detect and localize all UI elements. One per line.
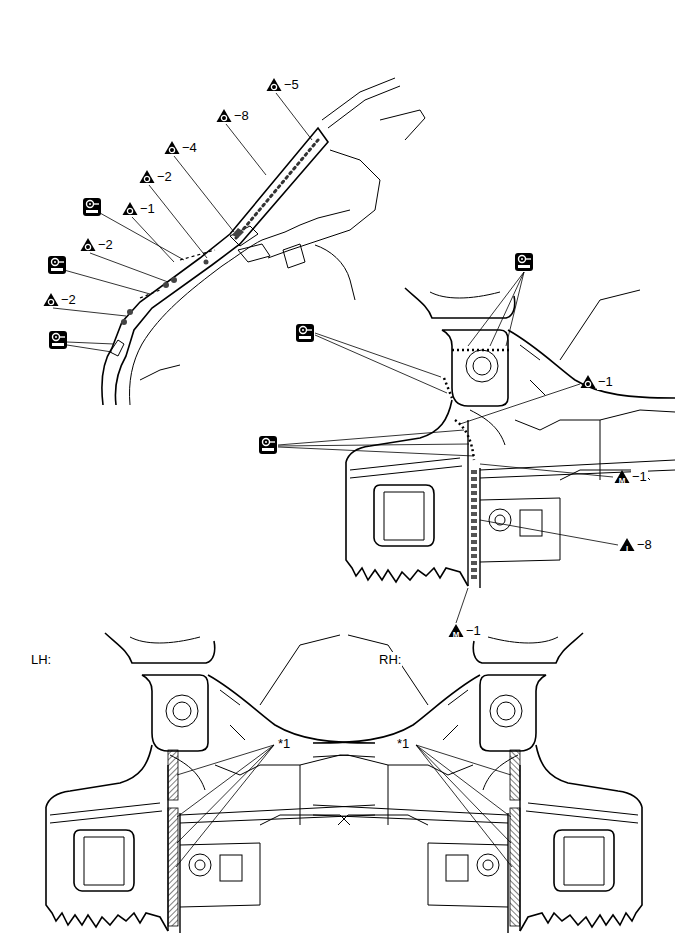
side-heading: RH: (378, 652, 402, 668)
side-heading: LH: (30, 652, 52, 668)
callout-number: −8 (636, 537, 653, 553)
weld-symbol (48, 256, 66, 274)
weld-triangle-symbol (81, 238, 96, 251)
weld-triangle-symbol (44, 293, 59, 306)
weld-triangle-symbol (123, 202, 138, 215)
quarter-panel-illustration (346, 288, 675, 588)
spot-welds (121, 140, 318, 325)
weld-triangle-symbol (267, 78, 282, 91)
weld-triangle-symbol (165, 141, 180, 154)
weld-triangle-symbol (581, 375, 596, 388)
callout-number: −1 (631, 469, 648, 485)
weld-triangle-symbol (140, 170, 155, 183)
leader-lines (53, 93, 312, 352)
callout-number: −1 (597, 374, 614, 390)
symbol-letter: M (617, 476, 627, 485)
callout-number: −1 (139, 201, 156, 217)
callout-number: −2 (97, 237, 114, 253)
note-marker: *1 (396, 736, 410, 752)
symbol-letter: M (451, 630, 461, 639)
callout-number: −1 (465, 623, 482, 639)
weld-symbol (296, 324, 314, 342)
callout-number: −2 (156, 169, 173, 185)
symbol-letter: I (622, 544, 632, 553)
weld-symbol (83, 198, 101, 216)
note-marker: *1 (277, 736, 291, 752)
weld-symbol (515, 253, 533, 271)
callout-number: −2 (60, 292, 77, 308)
leader-lines (278, 272, 618, 623)
rh-quarter-panel (313, 633, 642, 933)
weld-symbol (49, 331, 67, 349)
callout-number: −4 (181, 140, 198, 156)
callout-number: −5 (283, 77, 300, 93)
lh-quarter-panel (46, 633, 375, 933)
callout-number: −8 (233, 108, 250, 124)
weld-triangle-symbol (217, 109, 232, 122)
weld-symbol (259, 436, 277, 454)
